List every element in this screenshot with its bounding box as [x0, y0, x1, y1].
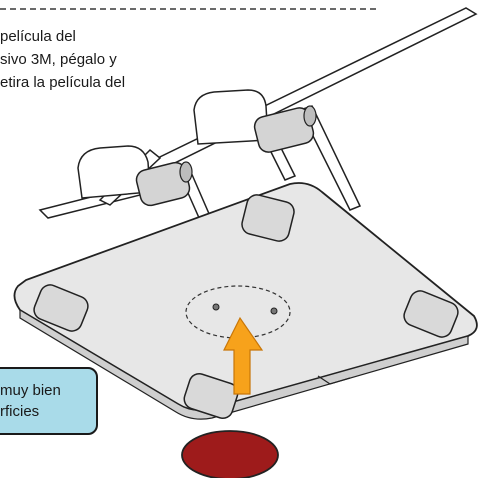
top-dashed-divider — [0, 8, 376, 10]
screw-hole-right — [270, 307, 278, 315]
rubber-foot-right — [403, 290, 459, 338]
red-adhesive-pad — [181, 430, 279, 478]
tip-callout-box — [0, 367, 98, 435]
adhesive-placement-guide — [185, 285, 291, 339]
base-plate-notch — [317, 375, 351, 385]
instruction-line-3: etira la película del — [0, 74, 126, 91]
rubber-foot-left — [33, 284, 89, 332]
left-hinge-knob — [179, 161, 193, 183]
right-hinge-knob — [303, 105, 317, 127]
instruction-line-1: película del — [0, 28, 76, 45]
instruction-line-2: sivo 3M, pégalo y — [0, 51, 117, 68]
tip-line-2: rficies — [0, 403, 40, 420]
tip-text: muy bien rficies — [0, 380, 100, 422]
left-hinge-bracket — [77, 145, 151, 199]
rubber-foot-bottom — [183, 373, 239, 419]
right-hinge-bracket — [193, 89, 269, 145]
screw-hole-left — [212, 303, 220, 311]
tip-line-1: muy bien — [0, 382, 61, 399]
rubber-foot-top — [241, 194, 295, 242]
base-plate-edge — [19, 308, 469, 420]
arrow-up-icon — [223, 316, 264, 395]
instruction-text: película del sivo 3M, pégalo y etira la pe… — [0, 25, 200, 94]
